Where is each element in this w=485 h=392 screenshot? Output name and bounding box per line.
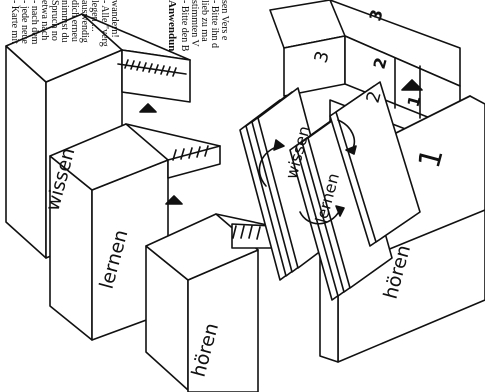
number-2-small: 2 bbox=[370, 55, 391, 71]
arrow-up-1 bbox=[139, 103, 157, 113]
curved-arrow-2 bbox=[299, 209, 341, 225]
number-3-small: 3 bbox=[366, 7, 387, 23]
number-3-outline: 3 bbox=[311, 49, 334, 65]
arrow-up-right bbox=[401, 79, 423, 91]
number-2-outline: 2 bbox=[363, 89, 386, 105]
horen-box-left bbox=[145, 213, 273, 392]
number-1-small: 1 bbox=[404, 93, 425, 109]
arrow-up-2 bbox=[165, 195, 183, 205]
